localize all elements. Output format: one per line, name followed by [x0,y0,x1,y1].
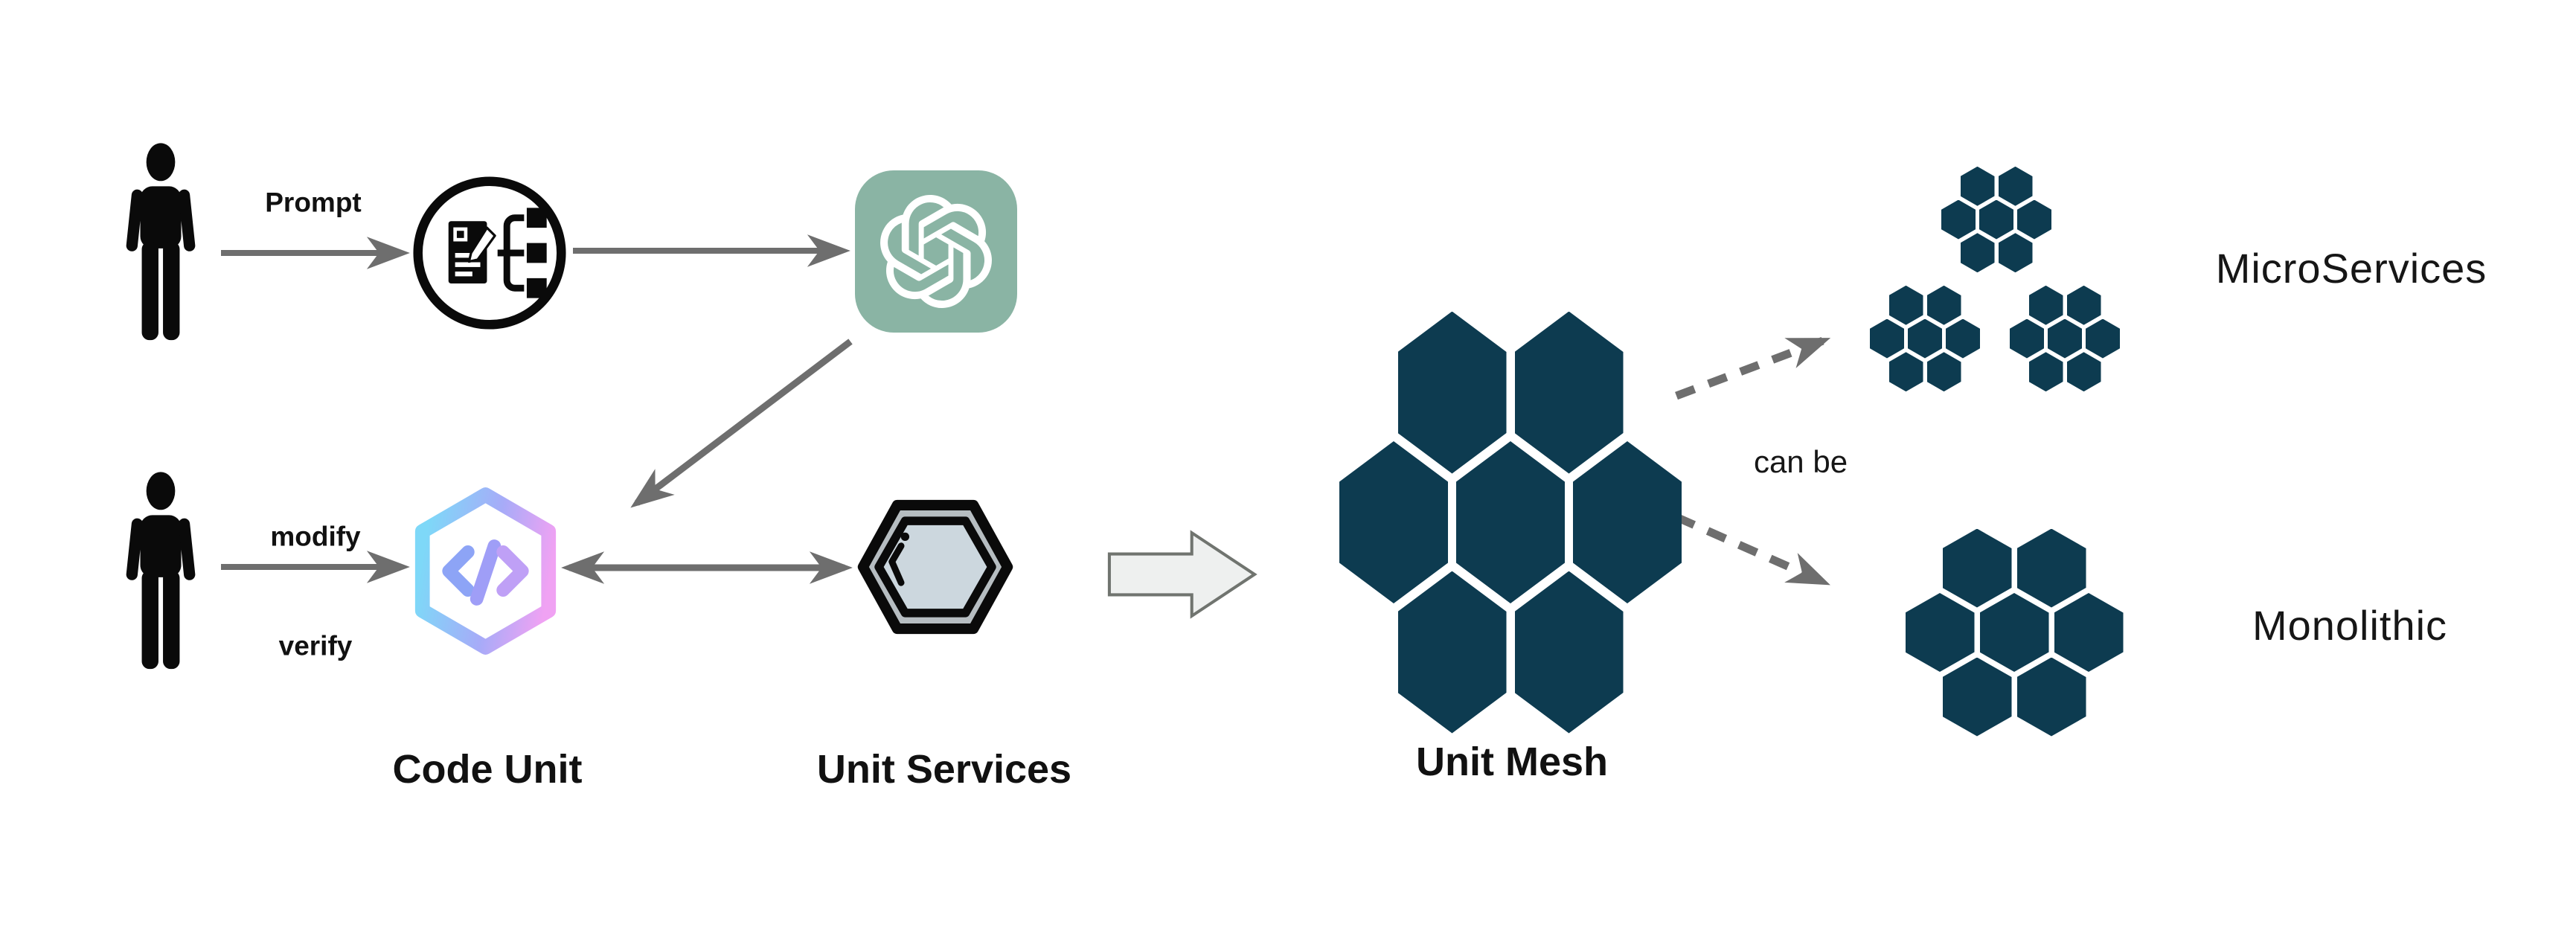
person-icon [119,467,202,696]
hexagon-unit [1941,199,1976,240]
hexagon-unit [2028,352,2063,392]
hexagon-unit [1397,311,1507,474]
hexagon-unit [1456,441,1565,603]
hexagon-unit [1573,441,1682,603]
microservices-label: MicroServices [2215,245,2487,292]
hexagon-unit [2010,318,2044,359]
verify-label: verify [278,630,353,661]
hexagon-unit [1905,593,1975,672]
person-icon [119,138,202,368]
code-hexagon-icon [409,487,562,655]
can-be-label: can be [1753,444,1848,479]
unit-mesh-label: Unit Mesh [1415,740,1609,784]
hexagon-unit [2048,318,2082,359]
hexagon-unit [2028,285,2063,325]
prompt-label: Prompt [265,187,362,218]
hexagon-unit [2066,352,2101,392]
hexagon-unit [1979,199,2013,240]
prompt-document-tree-icon [410,173,569,333]
hexagon-unit [1998,166,2033,206]
layered-hexagon-icon [856,496,1014,638]
hexagon-unit [2016,528,2086,608]
hexagon-unit [2017,199,2051,240]
hexagon-unit [1888,352,1923,392]
hexagon-unit [1942,528,2012,608]
hexagon-unit [1960,233,1995,273]
hexagon-unit [1979,593,2049,672]
hexagon-unit [1946,318,1980,359]
hexagon-unit [2066,285,2101,325]
hexagon-unit [1339,441,1448,603]
hexagon-unit [1397,571,1507,734]
hexagon-unit [1908,318,1942,359]
openai-logo-icon [855,170,1017,333]
hexagon-unit [2016,657,2086,737]
block-arrow-right-icon [1106,528,1259,621]
code-unit-label: Code Unit [392,747,583,792]
hexagon-unit [1942,657,2012,737]
hexagon-unit [2054,593,2124,672]
unit-services-label: Unit Services [816,747,1072,792]
hexagon-unit [1514,571,1624,734]
hexagon-unit [1926,352,1961,392]
hexagon-unit [1514,311,1624,474]
monolithic-label: Monolithic [2252,602,2448,649]
hexagon-unit [1960,166,1995,206]
hexagon-unit [1926,285,1961,325]
modify-label: modify [270,521,361,552]
hexagon-unit [1870,318,1904,359]
hexagon-unit [1888,285,1923,325]
hexagon-unit [1998,233,2033,273]
hexagon-unit [2086,318,2120,359]
